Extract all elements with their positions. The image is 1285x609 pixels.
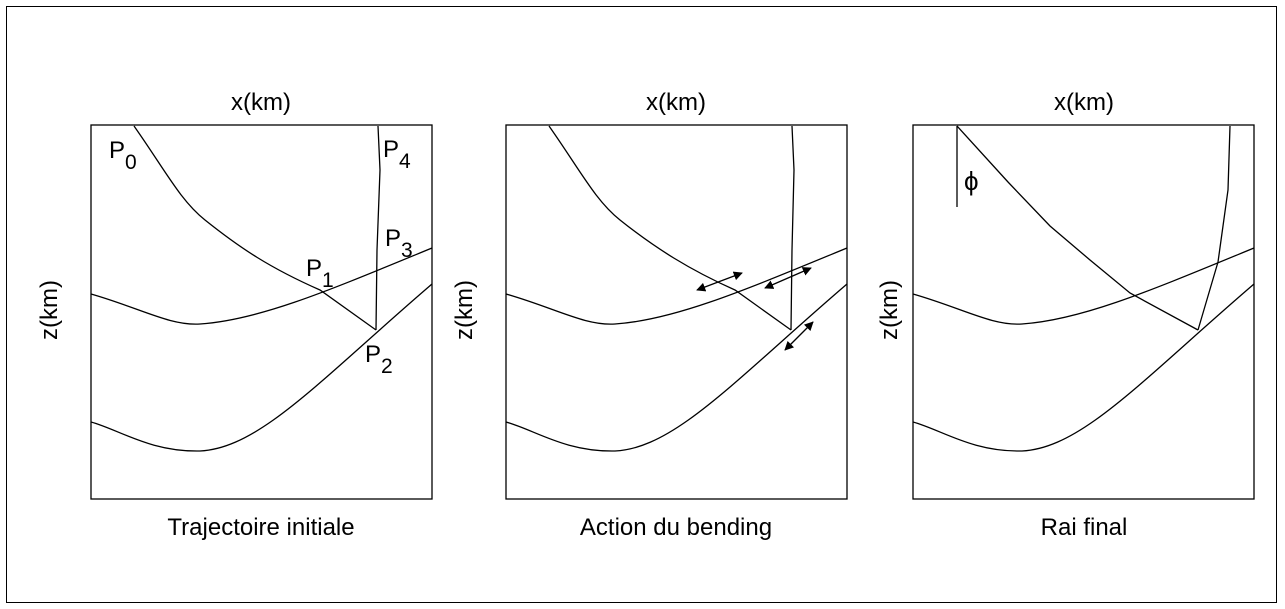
svg-text:P1: P1 bbox=[306, 255, 334, 292]
figure-frame bbox=[6, 6, 1277, 603]
svg-text:P3: P3 bbox=[385, 225, 413, 262]
angle-phi-symbol: ϕ bbox=[964, 166, 979, 196]
panel1-interface-upper bbox=[90, 247, 433, 325]
panel3-ray-receiver-final bbox=[1197, 125, 1231, 331]
svg-text:P4: P4 bbox=[383, 136, 411, 173]
panel3-x-axis-label: x(km) bbox=[1054, 89, 1114, 116]
panel2-caption: Action du bending bbox=[580, 514, 772, 541]
panel2-x-axis-label: x(km) bbox=[646, 89, 706, 116]
panel3-interface-lower bbox=[912, 283, 1255, 452]
point-label-p0: P0 bbox=[109, 137, 137, 174]
svg-text:P2: P2 bbox=[365, 341, 393, 378]
bending-arrow-3 bbox=[784, 321, 814, 351]
panel1-interface-lower bbox=[90, 283, 433, 452]
point-label-p1: P1 bbox=[306, 255, 334, 292]
panel3-plot-box bbox=[912, 124, 1255, 500]
panel1-x-axis-label: x(km) bbox=[231, 89, 291, 116]
panel3-interface-upper bbox=[912, 247, 1255, 325]
bending-arrow-1 bbox=[696, 271, 743, 292]
panel1-z-axis-label: z(km) bbox=[36, 280, 63, 340]
panel-initial-trajectory: x(km) z(km) P0 P1 P2 P3 P4 Trajectoire i… bbox=[36, 89, 433, 541]
panel1-caption: Trajectoire initiale bbox=[167, 514, 354, 541]
svg-text:P0: P0 bbox=[109, 137, 137, 174]
panel2-interface-lower bbox=[505, 283, 848, 452]
panel1-plot-box bbox=[90, 124, 433, 500]
panel3-caption: Rai final bbox=[1041, 514, 1128, 541]
panel2-ray-receiver bbox=[790, 125, 795, 331]
panel3-ray-final bbox=[956, 125, 1199, 331]
panel2-plot-box bbox=[505, 124, 848, 500]
point-label-p3: P3 bbox=[385, 225, 413, 262]
panel3-z-axis-label: z(km) bbox=[876, 280, 903, 340]
panel-bending-action: x(km) z(km) Action du bending bbox=[451, 89, 848, 541]
panel-final-ray: x(km) z(km) ϕ Rai final bbox=[876, 89, 1255, 541]
panel2-ray-initial bbox=[548, 125, 792, 331]
panel1-ray-receiver bbox=[375, 125, 381, 331]
bending-arrow-2 bbox=[764, 267, 812, 289]
point-label-p4: P4 bbox=[383, 136, 411, 173]
panel1-ray-initial bbox=[133, 125, 377, 331]
point-label-p2: P2 bbox=[365, 341, 393, 378]
panel2-z-axis-label: z(km) bbox=[451, 280, 478, 340]
